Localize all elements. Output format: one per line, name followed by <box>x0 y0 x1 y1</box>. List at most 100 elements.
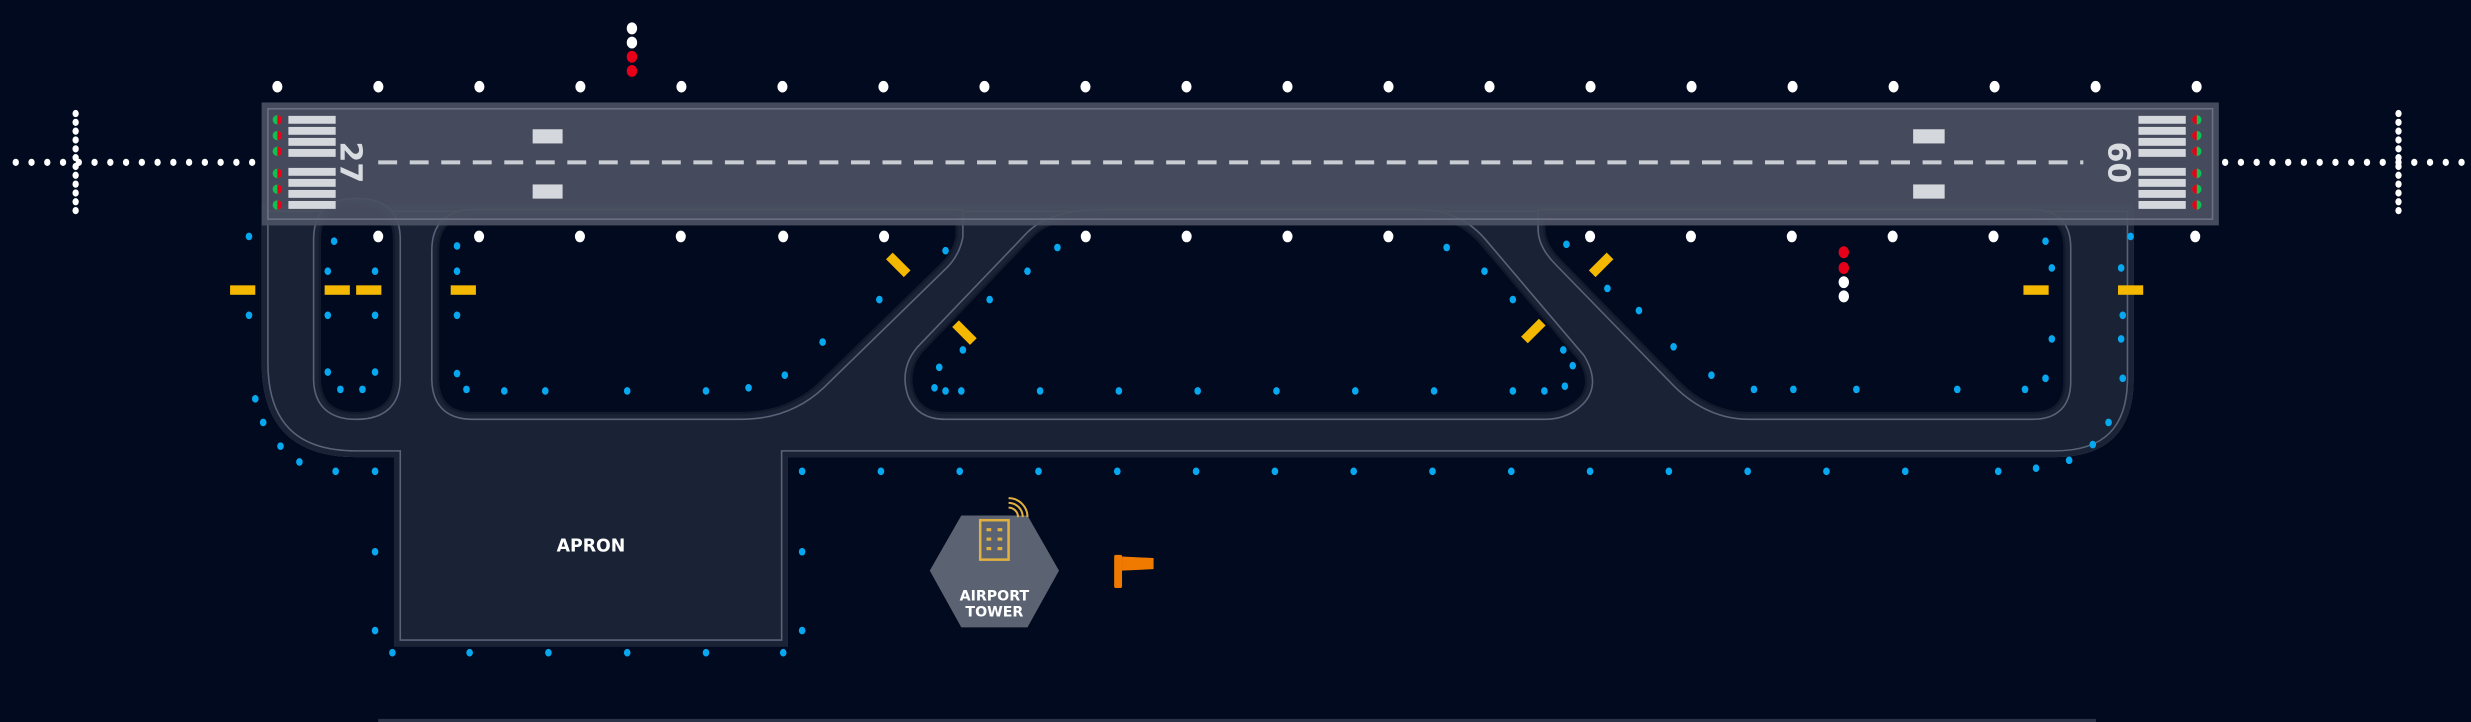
taxiway-edge-light <box>1115 387 1123 395</box>
taxiway-edge-light <box>1024 267 1031 275</box>
taxiway-edge-light <box>359 385 366 394</box>
threshold-bar-right <box>2138 126 2186 135</box>
runway-edge-light <box>777 80 788 93</box>
approach-light <box>2253 158 2260 166</box>
taxiway-edge-light <box>330 237 338 245</box>
threshold-light-red-half <box>2192 115 2197 125</box>
taxiway-edge-light <box>702 648 710 657</box>
taxiway-edge-light <box>798 467 806 476</box>
runway-edge-light <box>1988 230 1999 243</box>
approach-light <box>2395 189 2402 197</box>
airport-tower[interactable]: AIRPORT TOWER <box>929 497 1059 628</box>
runway-edge-line <box>267 107 2214 220</box>
taxiway-edge-light <box>1586 467 1594 476</box>
approach-light <box>2237 158 2245 166</box>
taxiway-edge-light <box>453 311 461 320</box>
taxiway-edge-light <box>324 311 332 320</box>
taxiway-edge-light <box>623 387 631 395</box>
taxiway-edge-light <box>745 383 752 392</box>
papi-light <box>626 50 638 63</box>
taxiway-edge-light <box>2089 440 2097 449</box>
approach-light <box>170 158 177 166</box>
taxiway-edge-light <box>1509 295 1517 304</box>
taxiway-edge-light <box>798 626 806 635</box>
tower-building-icon <box>978 518 1010 561</box>
taxiway-edge-light <box>1192 467 1200 476</box>
taxiway-edge-light <box>371 467 379 476</box>
runway-edge-light <box>574 230 585 243</box>
runway-edge-light <box>575 80 586 93</box>
taxiway-edge-light <box>453 369 461 378</box>
taxiway-edge-light <box>1351 387 1359 395</box>
apron-label: APRON <box>557 537 626 557</box>
taxiway-edge-light <box>1561 382 1569 391</box>
approach-light <box>248 158 256 166</box>
runway: 27 09 <box>261 102 2219 226</box>
approach-light <box>217 158 224 166</box>
taxiway-edge-light <box>389 648 396 657</box>
approach-light <box>233 158 240 166</box>
approach-light <box>107 158 114 166</box>
approach-light <box>2426 158 2434 166</box>
approach-light <box>72 154 79 162</box>
windsock-icon <box>1114 554 1154 589</box>
taxiway-edge-light <box>819 338 826 346</box>
papi-light <box>1838 290 1849 303</box>
taxiway-edge-light <box>1036 387 1044 395</box>
approach-light <box>72 171 79 179</box>
taxiway-edge-light <box>1823 467 1830 476</box>
taxiway-edge-light <box>1350 467 1358 476</box>
taxiway-edge-light <box>877 467 885 476</box>
taxiway-edge-light <box>623 648 631 657</box>
approach-light <box>2395 171 2402 179</box>
approach-light <box>2395 162 2402 171</box>
taxiway-edge-light <box>466 648 473 657</box>
papi-light <box>626 36 638 49</box>
threshold-light-red-half <box>277 168 283 179</box>
threshold-light-red-half <box>2192 146 2197 157</box>
approach-light <box>72 206 79 215</box>
approach-light <box>2300 158 2308 166</box>
taxiway-edge-light <box>779 648 787 657</box>
taxiway-edge-light <box>277 442 284 450</box>
approach-light <box>122 158 130 166</box>
taxiway-edge-light <box>1443 243 1450 252</box>
runway-edge-light <box>373 80 384 93</box>
tower-hexagon <box>929 515 1059 628</box>
approach-light <box>91 158 98 166</box>
threshold-bar-right <box>2138 148 2186 157</box>
taxiway-edge-light <box>942 387 949 395</box>
threshold-bar-left <box>288 148 336 157</box>
taxiway-edge-light <box>2127 232 2134 241</box>
hold-position-bar <box>2118 285 2144 295</box>
approach-light <box>2395 180 2402 188</box>
threshold-bar-right <box>2138 189 2186 198</box>
approach-light <box>2395 145 2402 153</box>
grass-island <box>436 214 958 415</box>
taxiway-edge-light <box>781 371 789 379</box>
hold-position-bar <box>886 252 911 278</box>
taxiway-edge-light <box>453 242 461 250</box>
threshold-bar-right <box>2138 115 2186 124</box>
runway-edge-light <box>675 230 686 243</box>
taxiway-edge-light <box>371 267 379 275</box>
hold-position-bar <box>230 285 256 295</box>
taxiway-edge-light <box>1271 467 1279 476</box>
runway-edge-light <box>979 80 990 93</box>
taxiway-edge-light <box>2042 237 2049 245</box>
threshold-bar-right <box>2138 178 2186 187</box>
taxiway-edge-light <box>541 387 549 395</box>
approach-light <box>72 189 79 197</box>
approach-light <box>2395 154 2402 162</box>
hold-position-bar <box>450 285 476 295</box>
taxiway-edge-light <box>371 547 379 556</box>
taxiway-edge-light <box>1507 467 1515 476</box>
approach-light <box>2395 109 2402 118</box>
threshold-light-red-half <box>277 115 283 125</box>
approach-light <box>2395 206 2402 215</box>
hold-position-bar <box>1588 252 1614 278</box>
taxiway-edge-light <box>1569 361 1577 370</box>
grass-island <box>1543 214 2066 415</box>
taxiway-edge-light <box>545 648 552 657</box>
